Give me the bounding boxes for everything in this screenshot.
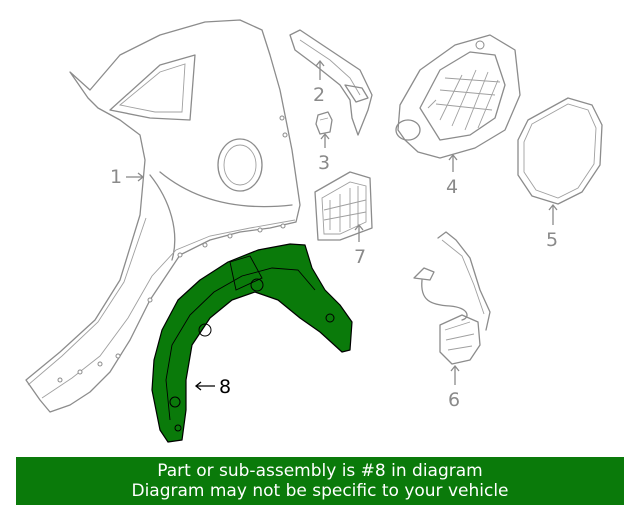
fuel-door-housing-part[interactable] — [395, 34, 521, 159]
fuel-door-part[interactable] — [517, 97, 603, 205]
banner-line-1: Part or sub-assembly is #8 in diagram — [157, 461, 483, 481]
pressure-vent-part[interactable] — [314, 171, 373, 241]
svg-text:6: 6 — [448, 389, 460, 411]
callout-7: 7 — [354, 223, 366, 268]
quarter-panel-part[interactable] — [25, 19, 301, 413]
svg-text:8: 8 — [219, 376, 231, 398]
callout-2: 2 — [313, 59, 325, 106]
callout-8: 8 — [194, 376, 231, 398]
svg-text:2: 2 — [313, 84, 325, 106]
fuel-door-actuator-part[interactable] — [413, 231, 491, 365]
clip-part[interactable] — [315, 111, 333, 135]
callout-5: 5 — [546, 203, 558, 251]
fuel-filler-bracket-part[interactable] — [289, 29, 373, 136]
parts-diagram: 1 2 3 4 5 6 7 8 — [25, 19, 603, 443]
svg-text:1: 1 — [110, 166, 122, 188]
callout-3: 3 — [318, 132, 330, 174]
svg-text:5: 5 — [546, 229, 558, 251]
svg-text:7: 7 — [354, 246, 366, 268]
callout-1: 1 — [110, 166, 145, 188]
callout-6: 6 — [448, 364, 460, 411]
fender-liner-part[interactable] — [151, 243, 353, 443]
callout-4: 4 — [446, 153, 458, 198]
svg-text:4: 4 — [446, 176, 458, 198]
svg-text:3: 3 — [318, 152, 330, 174]
info-banner: Part or sub-assembly is #8 in diagram Di… — [16, 457, 624, 505]
banner-line-2: Diagram may not be specific to your vehi… — [131, 481, 509, 501]
